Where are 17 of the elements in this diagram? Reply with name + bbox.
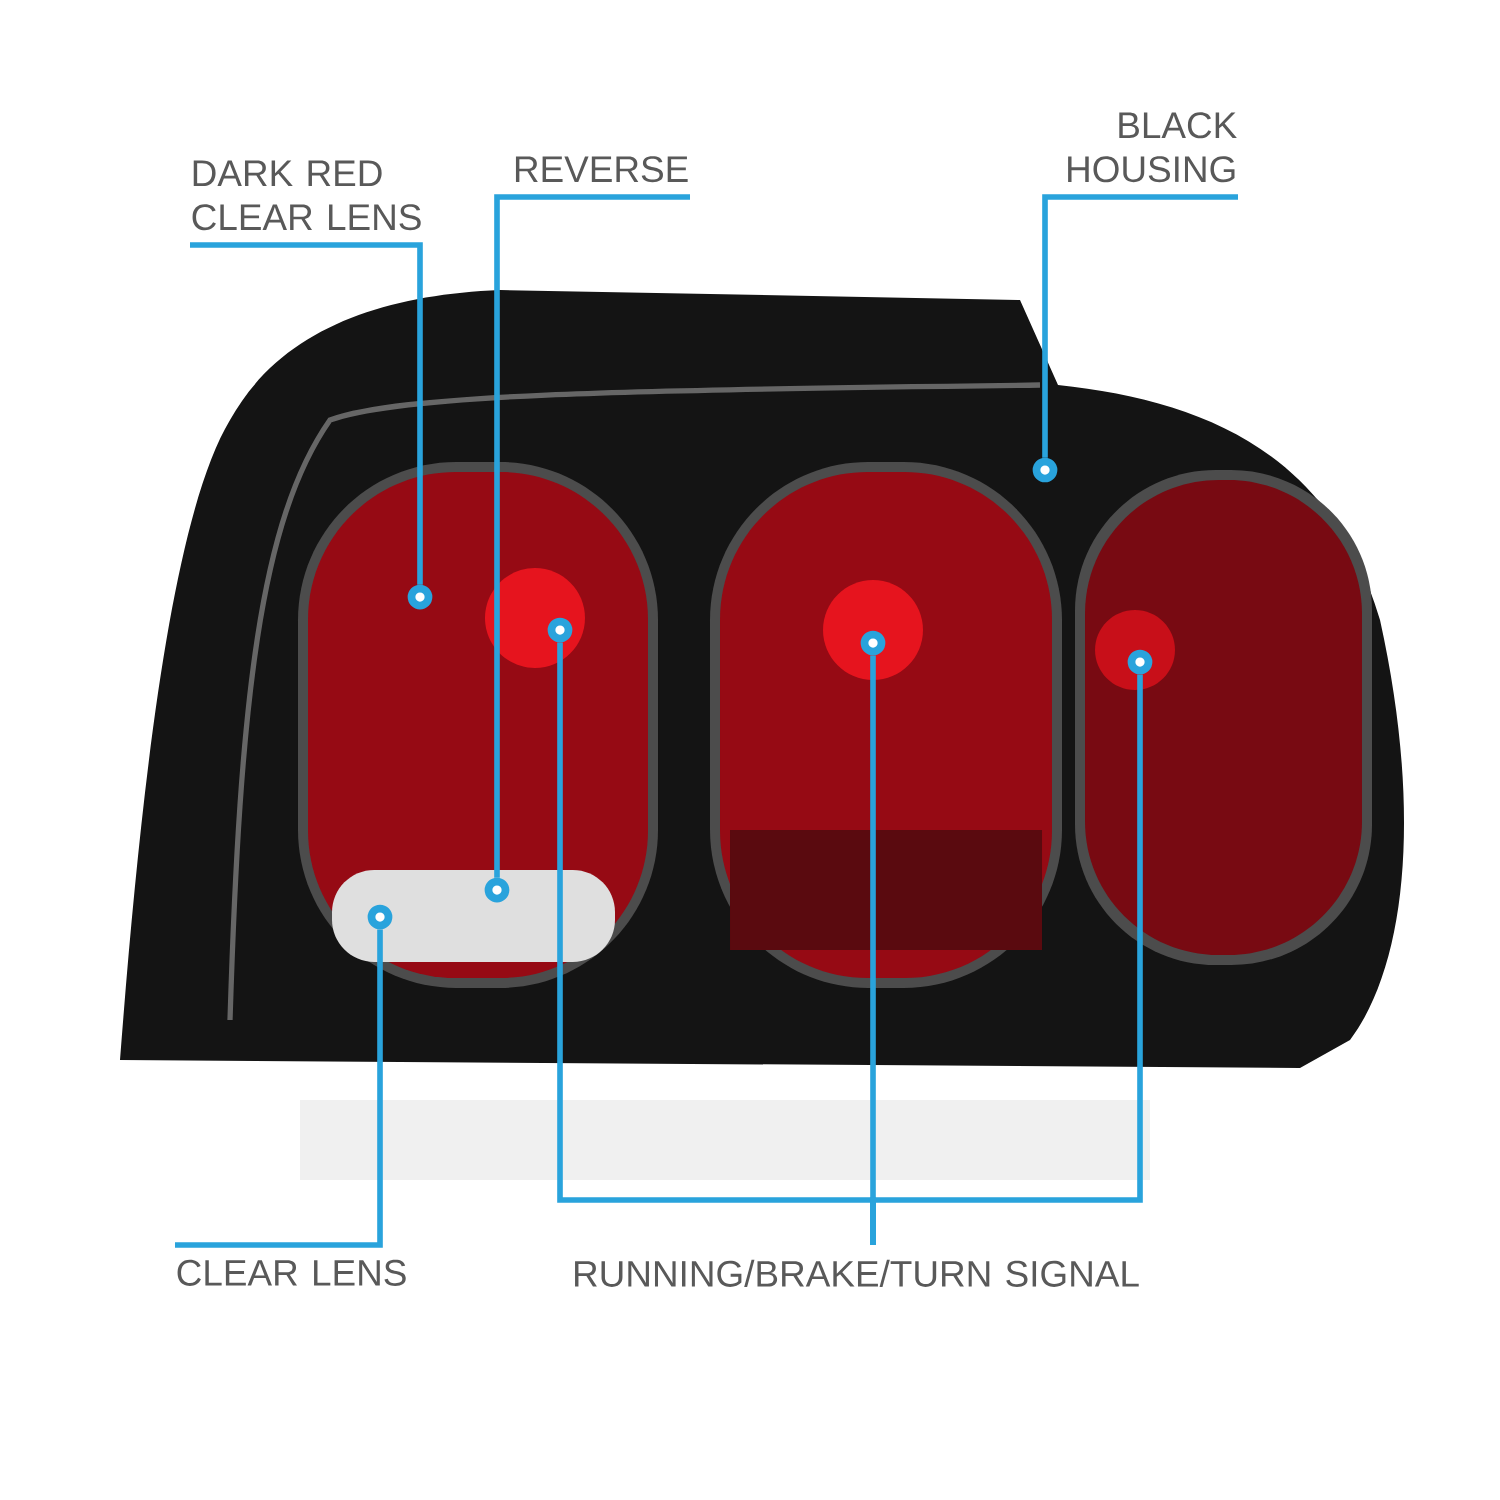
callout-dot [407,584,433,610]
callout-label: DARK RED CLEAR LENS [192,160,421,231]
callout-dot [367,904,393,930]
callout-dot [1127,649,1153,675]
callout-dot [1032,457,1058,483]
callout-dot [547,617,573,643]
callout-label: BLACK HOUSING [1068,112,1237,183]
callout-label: REVERSE [515,156,688,183]
leader-line [494,194,690,878]
callout-dot [484,877,510,903]
leader-line [1042,194,1238,458]
leader-line [190,242,423,585]
leader-line [870,674,1143,1245]
callout-dot [860,630,886,656]
callout-label: CLEAR LENS [177,1259,406,1286]
leader-line [175,929,383,1248]
callout-label: RUNNING/BRAKE/TURN SIGNAL [575,1259,1139,1287]
